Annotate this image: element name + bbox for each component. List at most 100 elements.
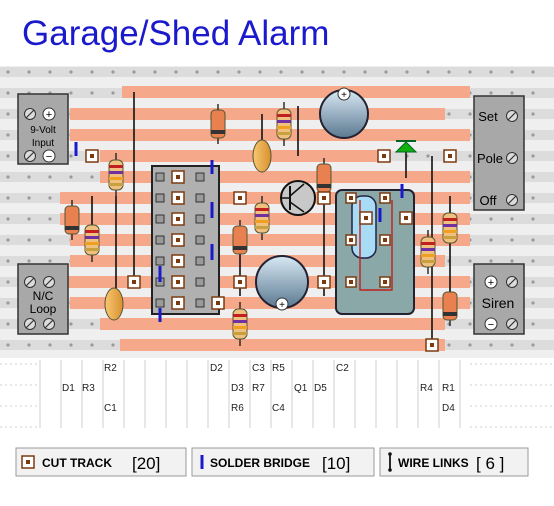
hole: [6, 301, 10, 305]
hole: [6, 154, 10, 158]
legend: CUT TRACK [20] SOLDER BRIDGE [10] WIRE L…: [15, 447, 529, 477]
capacitor-c4: +: [255, 255, 309, 311]
ic-pad: [195, 235, 205, 245]
loop-label-top: N/C: [33, 289, 54, 303]
hole: [531, 259, 535, 263]
hole: [90, 70, 94, 74]
relay-coil: [351, 195, 377, 259]
hole: [90, 91, 94, 95]
hole: [48, 196, 52, 200]
hole: [6, 217, 10, 221]
capacitor-c3: [252, 139, 272, 173]
hole: [195, 70, 199, 74]
track: [70, 129, 470, 141]
ic-pad: [155, 256, 165, 266]
label-r5: R5: [272, 363, 285, 374]
resistor-band: [109, 177, 123, 180]
track: [70, 108, 445, 120]
track: [100, 150, 380, 162]
hole: [531, 322, 535, 326]
relay-pins: [345, 192, 391, 288]
hole: [531, 280, 535, 284]
hole: [510, 91, 514, 95]
legend-bridge-label: SOLDER BRIDGE: [210, 456, 310, 470]
resistor-band: [85, 230, 99, 233]
hole: [468, 259, 472, 263]
hole: [279, 70, 283, 74]
resistor-band: [85, 248, 99, 251]
resistor-band: [85, 242, 99, 245]
capacitor-c1: [104, 287, 124, 321]
hole: [27, 259, 31, 263]
label-c1: C1: [104, 403, 117, 414]
ic-pins: [155, 170, 205, 310]
track: [120, 339, 445, 351]
ic-pin-dot: [176, 301, 180, 305]
hole: [90, 322, 94, 326]
relay-internal-link: [359, 200, 393, 291]
siren-label: Siren: [482, 295, 515, 311]
hole: [237, 70, 241, 74]
led-d5: [394, 141, 418, 153]
pole-label: Pole: [477, 151, 503, 166]
hole: [6, 112, 10, 116]
resistor-band: [109, 171, 123, 174]
hole: [468, 343, 472, 347]
resistor-band: [255, 208, 269, 211]
relay-pin-dot: [383, 238, 387, 242]
ic-pin-dot: [176, 259, 180, 263]
off-label: Off: [479, 193, 496, 208]
hole: [342, 70, 346, 74]
hole: [531, 196, 535, 200]
legend-cut-label: CUT TRACK: [42, 456, 112, 470]
svg-text:+: +: [488, 277, 494, 289]
hole: [321, 70, 325, 74]
hole: [6, 175, 10, 179]
hole: [489, 259, 493, 263]
hole: [300, 70, 304, 74]
ic-pad: [195, 298, 205, 308]
resistor-band: [233, 326, 247, 329]
legend-links-label: WIRE LINKS: [398, 456, 469, 470]
hole: [6, 238, 10, 242]
resistor-band: [109, 165, 123, 168]
resistor-band: [421, 242, 435, 245]
hole: [468, 112, 472, 116]
label-r6: R6: [231, 403, 244, 414]
hole: [531, 343, 535, 347]
diodes: [64, 104, 458, 326]
hole: [531, 133, 535, 137]
hole: [6, 91, 10, 95]
label-d2: D2: [210, 363, 223, 374]
cut-track-dot: [364, 216, 368, 220]
ic-pin-dot: [176, 280, 180, 284]
hole: [489, 238, 493, 242]
track: [100, 318, 445, 330]
diode-band: [65, 226, 79, 230]
resistor-band: [85, 236, 99, 239]
hole: [48, 70, 52, 74]
terminal-block-siren: + −: [473, 263, 525, 335]
hole: [384, 70, 388, 74]
hole: [489, 217, 493, 221]
component-labels: D1 R3 R2 C1 D2 D3 R6 C3 R7 R5 C4 Q1 D5 C…: [62, 363, 455, 414]
hole: [132, 70, 136, 74]
cut-track-dot: [132, 280, 136, 284]
ic-pad: [155, 298, 165, 308]
hole: [447, 112, 451, 116]
relay-pin-dot: [349, 280, 353, 284]
page-title: Garage/Shed Alarm: [22, 14, 330, 53]
hole: [69, 154, 73, 158]
relay-pin-dot: [349, 196, 353, 200]
diode-band: [317, 184, 331, 188]
label-d4: D4: [442, 403, 455, 414]
resistor-band: [277, 126, 291, 129]
cut-track-dot: [430, 343, 434, 347]
hole: [6, 196, 10, 200]
legend-links-count: [ 6 ]: [476, 454, 504, 473]
hole: [363, 70, 367, 74]
label-r2: R2: [104, 363, 117, 374]
hole: [489, 70, 493, 74]
